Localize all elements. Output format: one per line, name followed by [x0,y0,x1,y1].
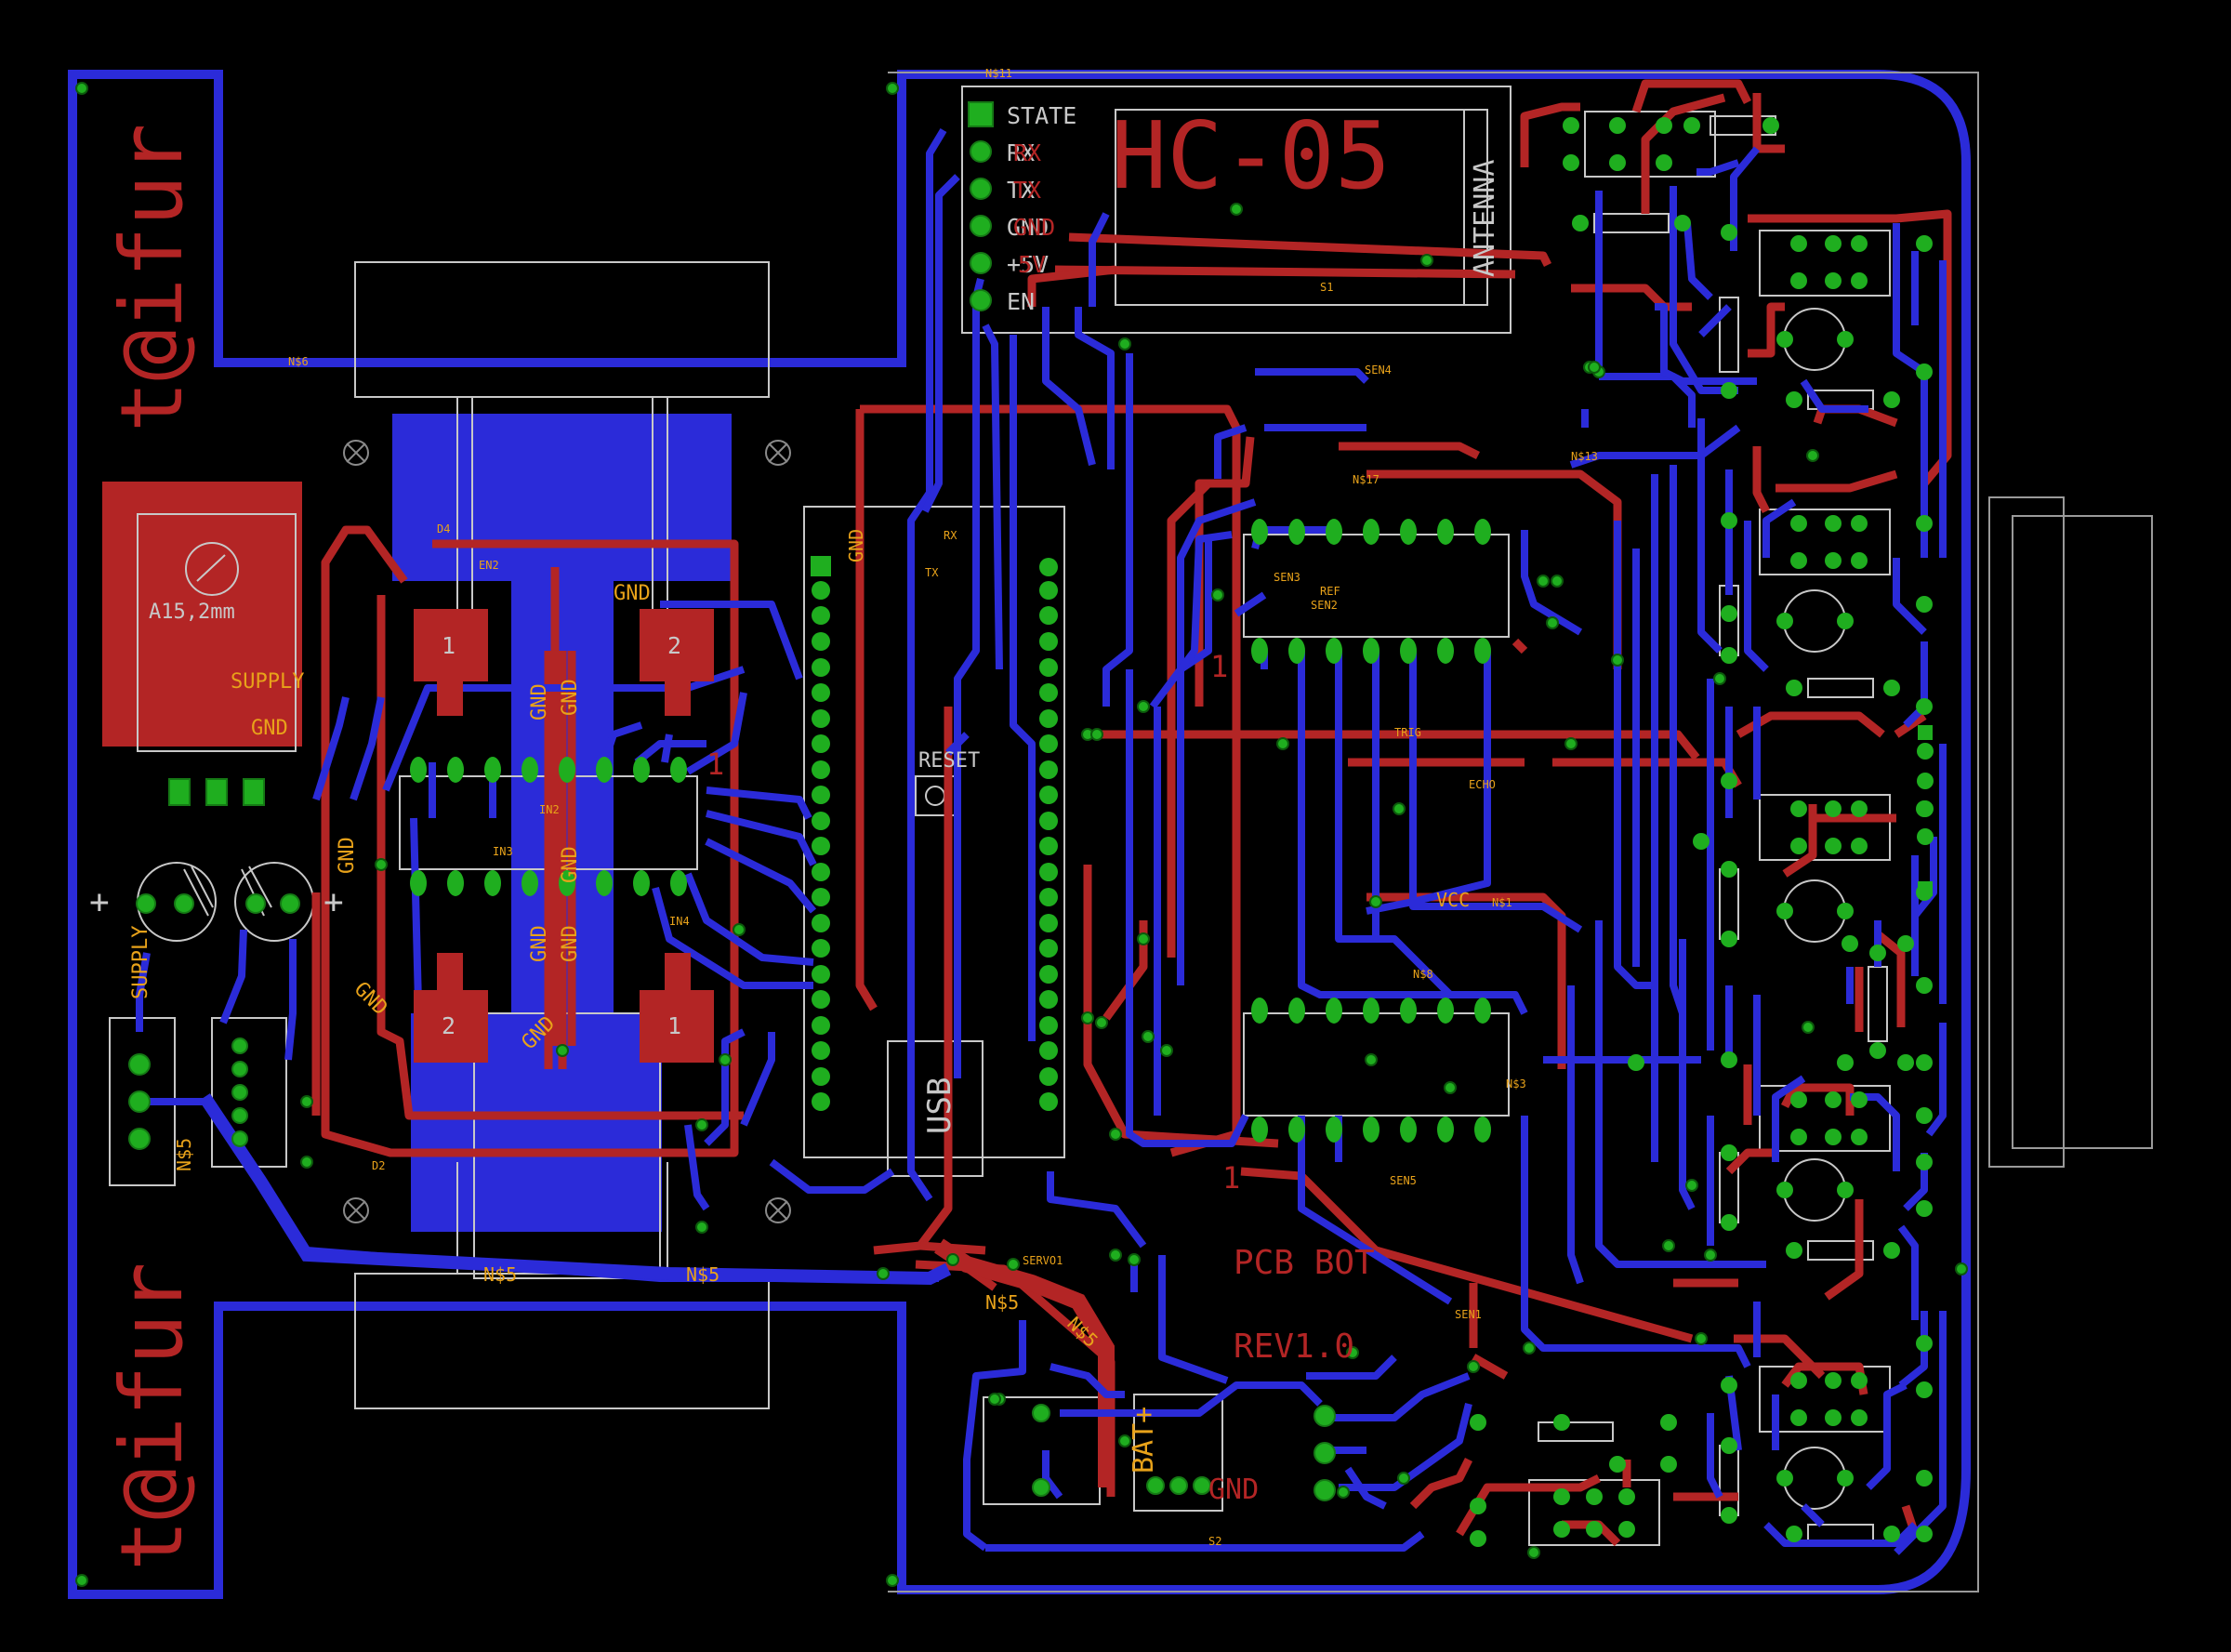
net-gnd-label: GND [845,529,867,562]
net-tx: TX [925,566,939,579]
net-n17: N$17 [1353,473,1380,486]
net-n5-label-5: N$5 [173,1138,195,1171]
net-sen1: SEN1 [1455,1308,1482,1321]
bottom-copper-traces [136,127,1947,1555]
hc05-pin-en: EN [1007,288,1035,315]
net-n11: N$11 [985,67,1012,80]
regulator-package-label: A15,2mm [149,601,235,624]
hc05-pin-rx: RX [1007,139,1035,166]
net-labels: N$5 N$5 N$5 N$5 N$5 GND VCC [173,529,1470,1352]
net-n5-label-1: N$5 [483,1263,517,1286]
n5-power-trace-bottom [199,1093,952,1286]
gnd-label-5: GND [528,925,551,962]
net-n13: N$13 [1571,450,1598,463]
gnd-label-2: GND [528,683,551,720]
hc05-title: HC-05 [1111,101,1391,210]
driver-ic-pads [410,757,687,896]
hc05-antenna-label: ANTENNA [1469,160,1501,277]
cap-supply-label: SUPPLY [129,926,152,999]
copper-pour-top [392,414,732,581]
vias [75,82,1968,1587]
driver-pad-top-right: 2 [667,632,681,659]
gnd-label-1: GND [614,582,651,605]
net-n5-label-2: N$5 [686,1263,719,1286]
hc05-ghost-gnd: GND [1013,214,1055,241]
driver-pin1-marker: 1 [706,747,724,782]
board-edge [888,72,2153,1593]
hc05-ghost-tx: TX [1013,177,1041,204]
cap-plus-left: + [89,883,110,921]
net-rx: RX [944,529,957,542]
arduino-usb-label: USB [921,1077,958,1134]
regulator-supply-label: SUPPLY [231,670,304,694]
driver-pad-bottom-left: 2 [442,1012,455,1039]
hc05-pin-5v: +5V [1007,251,1049,278]
battery-plus-label: BAT+ [1128,1407,1160,1474]
hc05-ghost-5v: 5V [1018,251,1046,278]
net-en2: EN2 [479,559,499,572]
net-sen2: SEN2 [1311,599,1338,612]
regulator-gnd-label: GND [251,717,288,740]
regulator-outline [137,513,297,752]
gnd-label-7: GND [336,837,359,874]
hc05-pin-labels: STATE RX TX GND +5V EN [1007,102,1076,315]
net-sen3: SEN3 [1274,571,1300,584]
driver-pad-bottom-right: 1 [667,1012,681,1039]
brand-top: t@ifur [102,124,202,432]
net-s2: S2 [1208,1535,1221,1548]
net-in2: IN2 [539,803,560,816]
gnd-label-4: GND [559,846,582,883]
gnd-label-6: GND [559,925,582,962]
regulator-heatsink-pad [102,482,302,747]
net-servo1: SERVO1 [1023,1254,1063,1267]
net-n1: N$1 [1492,896,1512,909]
sensor-pads [1470,117,1934,1547]
driver-pad-top-left: 1 [442,632,455,659]
net-labels-tiny: SEN4 SEN3 SEN2 SEN5 SEN1 TRIG ECHO REF S… [288,67,1598,1548]
ic1-pin1-marker: 1 [1210,649,1228,684]
board-name: PCB BOT [1234,1244,1375,1282]
gnd-label-3: GND [559,679,582,716]
board-outline [68,70,1971,1599]
brand-bottom: t@ifur [102,1262,202,1571]
ic2-pin1-marker: 1 [1222,1160,1240,1196]
pads [128,101,1336,1501]
net-d2: D2 [372,1159,385,1172]
net-n8: N$8 [1413,968,1433,981]
arduino-header-pads [811,556,1058,1111]
hc05-ghost-rx: RX [1013,139,1041,166]
net-n5-label-3: N$5 [985,1291,1019,1314]
net-sen5: SEN5 [1390,1174,1417,1187]
net-in3: IN3 [493,845,513,858]
arduino-reset-label: RESET [918,749,980,773]
hc05-pin-tx: TX [1007,177,1035,204]
mounting-holes [343,440,791,1223]
battery-gnd-label: GND [1208,1474,1259,1506]
board-revision: REV1.0 [1234,1328,1354,1366]
cap-plus-right: + [323,883,344,921]
net-in4: IN4 [669,915,690,928]
hc05-ghost-labels: RX TX GND 5V [1013,139,1055,278]
net-trig: TRIG [1394,726,1421,739]
driver-vertical-traces [311,567,576,1116]
net-n3: N$3 [1506,1077,1526,1090]
n5-power-trace-top [934,1238,1115,1487]
net-ref: REF [1320,585,1340,598]
silkscreen [109,86,1891,1546]
net-d4: D4 [437,522,450,535]
hc05-pin-gnd: GND [1007,214,1049,241]
net-n6: N$6 [288,355,309,368]
ic-pads [1251,519,1491,1143]
net-s1: S1 [1320,281,1333,294]
gnd-label-8: GND [350,978,392,1021]
hc05-pin-state: STATE [1007,102,1076,129]
driver-terminal-pads [414,609,714,1063]
net-vcc-label: VCC [1436,889,1470,911]
net-echo: ECHO [1469,778,1496,791]
net-sen4: SEN4 [1365,363,1392,377]
